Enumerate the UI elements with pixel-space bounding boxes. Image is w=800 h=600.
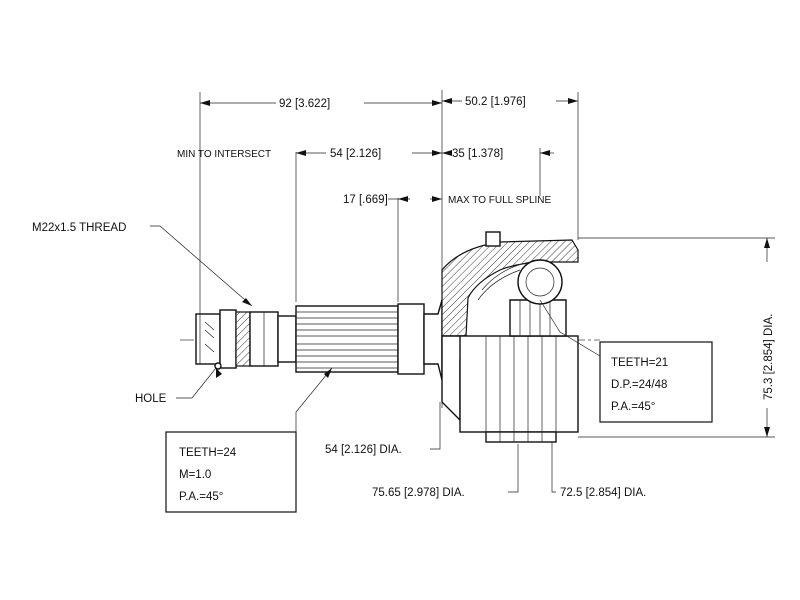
inner-spline-spec-box: TEETH=21 D.P.=24/48 P.A.=45° xyxy=(599,341,713,423)
inner-spline-pressure-angle: P.A.=45° xyxy=(611,401,655,413)
bell-housing xyxy=(441,231,579,443)
hole-callout: HOLE xyxy=(135,393,167,405)
dimension-overall-length: 92 [3.622] xyxy=(200,98,442,110)
outer-spline-shaft xyxy=(295,299,443,381)
abs-ring-inner-diameter-label: 72.5 [2.854] DIA. xyxy=(560,487,646,499)
seal-diameter-label: 54 [2.126] DIA. xyxy=(325,444,402,456)
min-to-intersect-label: MIN TO INTERSECT xyxy=(177,149,271,160)
outer-spline-spec-box: TEETH=24 M=1.0 P.A.=45° xyxy=(165,431,297,513)
outer-spline-teeth: TEETH=24 xyxy=(179,447,237,459)
overall-length-label: 92 [3.622] xyxy=(279,98,330,110)
thread-callout: M22x1.5 THREAD xyxy=(32,222,126,234)
extension-lines xyxy=(199,90,775,438)
dimension-min-to-intersect: MIN TO INTERSECT 54 [2.126] xyxy=(177,148,442,160)
inner-spline-teeth: TEETH=21 xyxy=(611,357,668,369)
dimension-full-spline: 17 [.669] MAX TO FULL SPLINE xyxy=(343,194,552,206)
dimension-housing-diameter: 75.3 [2.854] DIA. xyxy=(763,238,775,437)
housing-diameter-label: 75.3 [2.854] DIA. xyxy=(763,314,775,400)
min-to-intersect-value: 54 [2.126] xyxy=(330,148,381,160)
max-to-full-spline-label: MAX TO FULL SPLINE xyxy=(448,195,552,206)
bell-length-label: 50.2 [1.976] xyxy=(465,96,526,108)
full-spline-value: 17 [.669] xyxy=(343,194,388,206)
outer-spline-module: M=1.0 xyxy=(179,469,211,481)
dimension-spline-inner-length: 35 [1.378] xyxy=(442,148,554,160)
abs-ring-outer-diameter-label: 75.65 [2.978] DIA. xyxy=(372,487,465,499)
inner-spline-diametral-pitch: D.P.=24/48 xyxy=(611,379,667,391)
threaded-end xyxy=(195,309,297,370)
dimension-bell-length: 50.2 [1.976] xyxy=(442,96,578,108)
leader-lines xyxy=(150,225,601,493)
spline-inner-length-label: 35 [1.378] xyxy=(452,148,503,160)
outer-spline-pressure-angle: P.A.=45° xyxy=(179,491,223,503)
